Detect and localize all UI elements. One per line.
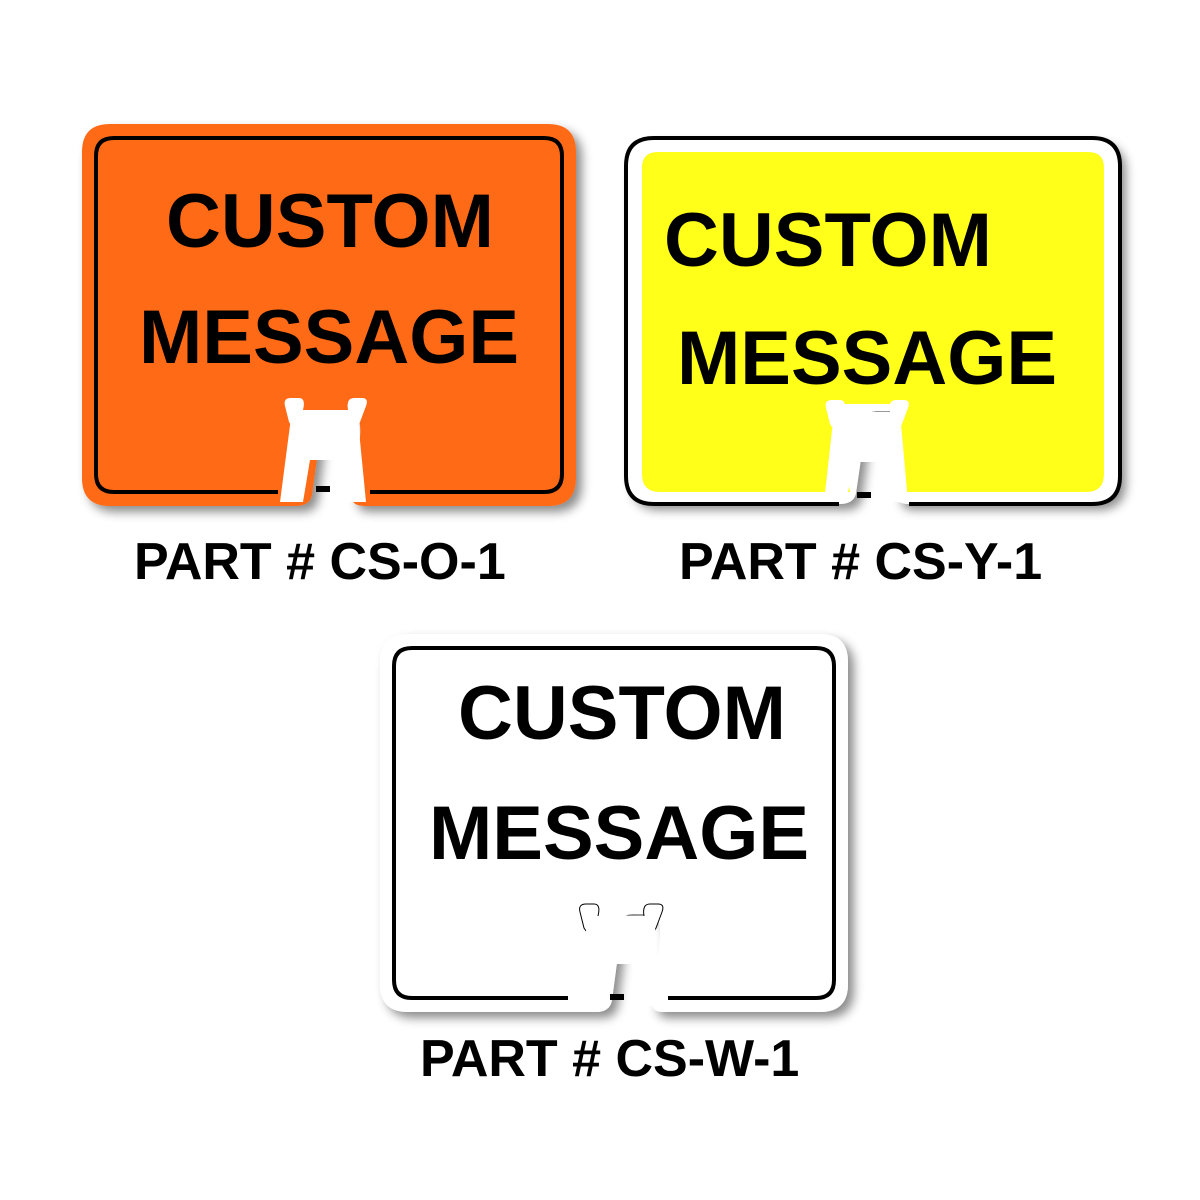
sign-yellow-line2: MESSAGE <box>677 316 1057 401</box>
sign-white: CUSTOM MESSAGE <box>368 622 888 1032</box>
sign-white-line1: CUSTOM <box>458 671 786 756</box>
sign-white-graphic: CUSTOM MESSAGE <box>380 634 848 1012</box>
sign-yellow-graphic: CUSTOM MESSAGE <box>624 136 1122 506</box>
sign-yellow-line1: CUSTOM <box>664 198 992 283</box>
sign-border <box>94 136 564 494</box>
sign-orange-line2: MESSAGE <box>139 295 519 380</box>
sign-orange: CUSTOM MESSAGE <box>70 110 590 520</box>
sign-border <box>624 136 1122 506</box>
sign-white-line2: MESSAGE <box>429 791 809 876</box>
part-number-white: PART # CS-W-1 <box>420 1030 800 1088</box>
sign-yellow: CUSTOM MESSAGE <box>614 126 1134 536</box>
sign-orange-line1: CUSTOM <box>166 179 494 264</box>
sign-border <box>392 646 836 1000</box>
part-number-yellow: PART # CS-Y-1 <box>679 533 1043 591</box>
sign-body <box>82 124 576 506</box>
sign-orange-graphic: CUSTOM MESSAGE <box>82 124 576 506</box>
part-number-orange: PART # CS-O-1 <box>134 533 506 591</box>
sign-body <box>380 634 848 1012</box>
